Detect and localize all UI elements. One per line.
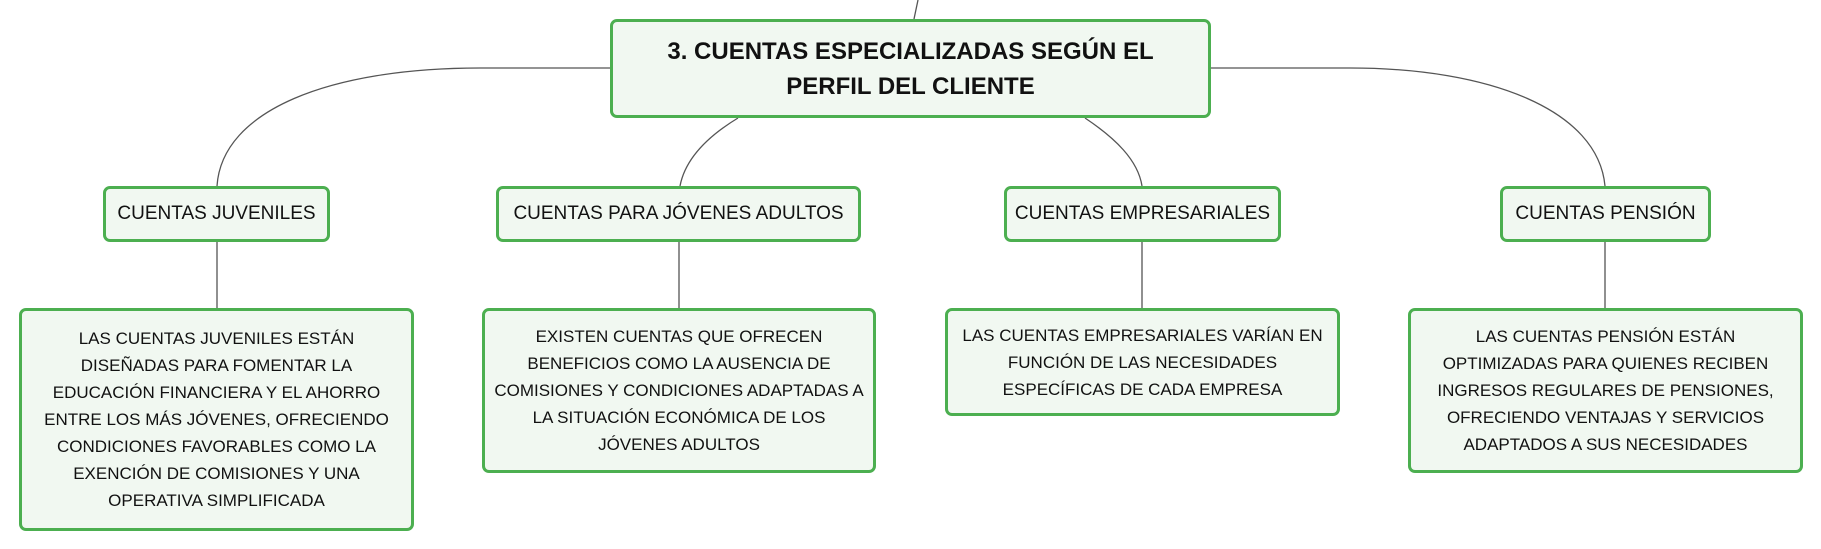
root-title: 3. CUENTAS ESPECIALIZADAS SEGÚN EL PERFI… — [667, 37, 1154, 100]
description-node-cuentas-pension[interactable]: LAS CUENTAS PENSIÓN ESTÁN OPTIMIZADAS PA… — [1408, 308, 1803, 473]
connector-root-to-pension — [1211, 67, 1606, 187]
description-text: LAS CUENTAS EMPRESARIALES VARÍAN EN FUNC… — [962, 325, 1323, 399]
category-label: CUENTAS PARA JÓVENES ADULTOS — [513, 203, 844, 224]
description-node-cuentas-juveniles[interactable]: LAS CUENTAS JUVENILES ESTÁN DISEÑADAS PA… — [19, 308, 414, 531]
connector-root-to-juveniles — [216, 67, 610, 187]
category-node-cuentas-pension[interactable]: CUENTAS PENSIÓN — [1500, 186, 1711, 242]
description-text: EXISTEN CUENTAS QUE OFRECEN BENEFICIOS C… — [494, 327, 864, 454]
category-node-cuentas-juveniles[interactable]: CUENTAS JUVENILES — [103, 186, 330, 242]
category-node-cuentas-jovenes-adultos[interactable]: CUENTAS PARA JÓVENES ADULTOS — [496, 186, 861, 242]
connector-root-to-jovenes-adultos — [679, 117, 739, 187]
category-label: CUENTAS EMPRESARIALES — [1014, 203, 1271, 224]
description-text: LAS CUENTAS JUVENILES ESTÁN DISEÑADAS PA… — [44, 329, 389, 510]
category-node-cuentas-empresariales[interactable]: CUENTAS EMPRESARIALES — [1004, 186, 1281, 242]
connector-root-to-empresariales — [1084, 117, 1143, 187]
description-text: LAS CUENTAS PENSIÓN ESTÁN OPTIMIZADAS PA… — [1437, 327, 1774, 454]
root-node[interactable]: 3. CUENTAS ESPECIALIZADAS SEGÚN EL PERFI… — [610, 19, 1211, 118]
category-label: CUENTAS PENSIÓN — [1515, 203, 1696, 224]
connector-parent-to-root — [913, 0, 919, 20]
category-label: CUENTAS JUVENILES — [117, 203, 316, 224]
description-node-cuentas-jovenes-adultos[interactable]: EXISTEN CUENTAS QUE OFRECEN BENEFICIOS C… — [482, 308, 876, 473]
description-node-cuentas-empresariales[interactable]: LAS CUENTAS EMPRESARIALES VARÍAN EN FUNC… — [945, 308, 1340, 416]
